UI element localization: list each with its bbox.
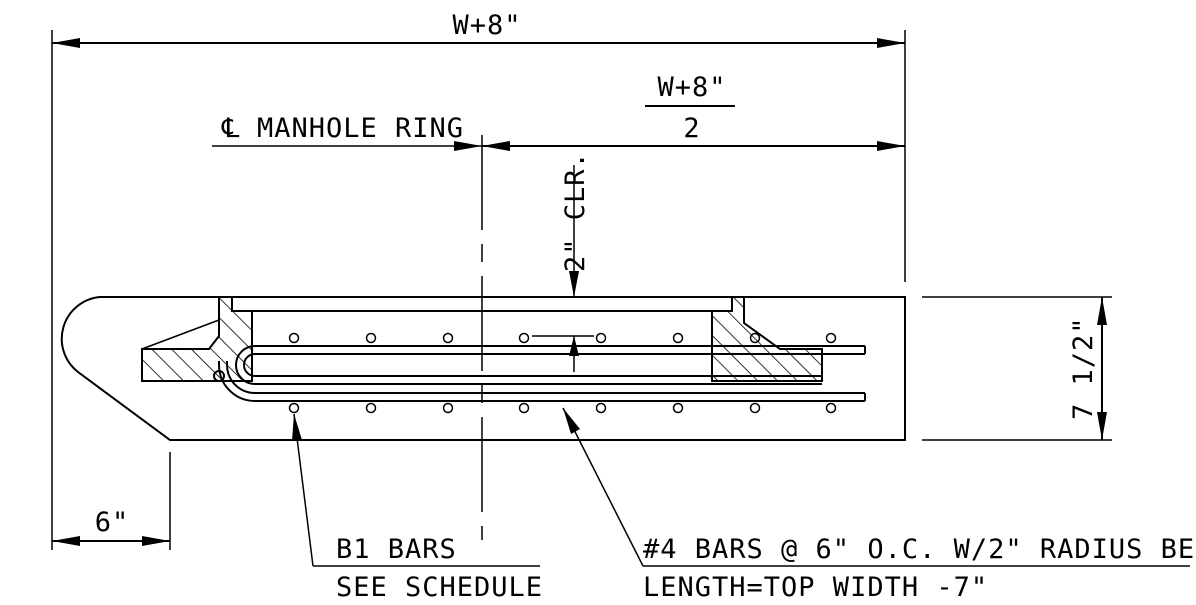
b1-bars-bottom [288,402,837,414]
centerline-icon: ℄ [221,113,240,144]
arrowhead-icon [569,271,579,297]
thickness-dimension: 7 1/2" [922,296,1112,441]
edge-offset-dimension: 6" [52,452,171,550]
manhole-ring-label: MANHOLE RING [257,113,464,144]
arrowhead-icon [1097,297,1107,325]
right-ring-casting [711,296,823,382]
b1-bars-label: B1 BARS [336,534,457,565]
half-width-numerator: W+8" [657,72,726,103]
b1-bars-callout: B1 BARS SEE SCHEDULE [292,413,543,603]
clearance-dimension: 2" CLR. [532,151,594,372]
arrowhead-icon [482,141,510,151]
centerline-manhole-ring: ℄ MANHOLE RING [221,113,483,540]
arrowhead-icon [563,408,580,434]
arrowhead-icon [292,414,302,441]
half-width-denominator: 2 [683,113,700,144]
clearance-label: 2" CLR. [560,151,591,272]
arrowhead-icon [454,141,482,151]
no4-bars-callout: #4 BARS @ 6" O.C. W/2" RADIUS BEND LENGT… [562,407,1196,603]
arrowhead-icon [52,536,80,546]
no4-bars-length-note: LENGTH=TOP WIDTH -7" [643,572,988,603]
b1-bars-top [288,332,837,344]
b1-bars-schedule-note: SEE SCHEDULE [336,572,543,603]
overall-width-label: W+8" [452,10,521,41]
no4-bars [213,345,866,402]
arrowhead-icon [877,38,905,48]
manhole-ring-casting [141,296,823,382]
arrowhead-icon [877,141,905,151]
arrowhead-icon [569,336,579,356]
left-ring-casting [141,296,253,382]
overall-width-dimension: W+8" [51,10,906,550]
thickness-label: 7 1/2" [1068,316,1099,420]
arrowhead-icon [52,38,80,48]
edge-offset-label: 6" [95,507,130,538]
arrowhead-icon [142,536,170,546]
half-width-dimension: W+8" 2 [212,72,905,151]
slab-outline [60,296,906,441]
arrowhead-icon [1097,412,1107,440]
no4-bars-label: #4 BARS @ 6" O.C. W/2" RADIUS BEND [643,534,1196,565]
